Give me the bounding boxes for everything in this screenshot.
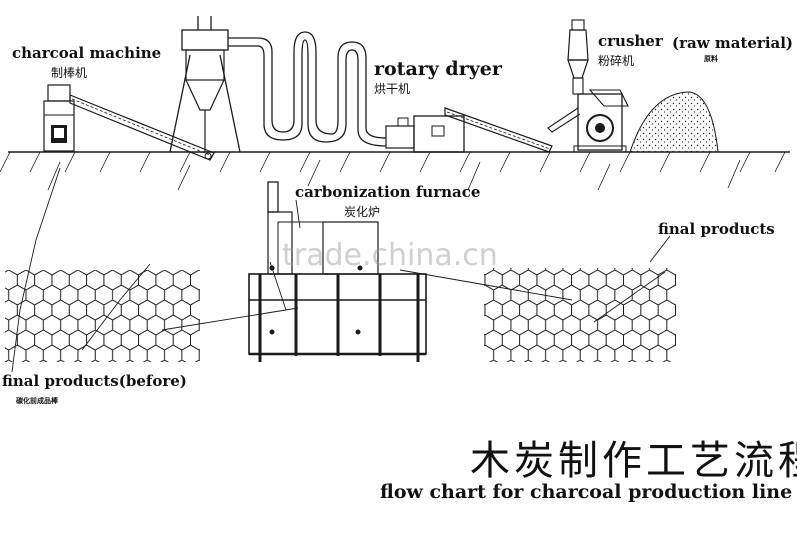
- title-zh: 木炭制作工艺流程: [470, 438, 797, 484]
- watermark: trade.china.cn: [282, 238, 498, 273]
- final-products-before-label: final products(before): [2, 372, 187, 390]
- crusher-label: crusher: [598, 32, 663, 50]
- final-products-stack: [484, 268, 676, 362]
- raw-material-label-zh: 原料: [704, 54, 718, 63]
- crusher-label-zh: 粉碎机: [598, 54, 635, 68]
- dryer-pipes: [257, 31, 387, 147]
- rotary-dryer-label-zh: 烘干机: [374, 82, 411, 96]
- rotary-dryer-machine: [385, 107, 553, 153]
- pointer-lines: [11, 167, 671, 373]
- carbonization-furnace-label: carbonization furnace: [295, 183, 481, 201]
- rotary-dryer-label: rotary dryer: [374, 58, 502, 80]
- carbonization-furnace: [248, 181, 427, 362]
- final-products-before-stack: [5, 270, 200, 362]
- raw-material-label: (raw material): [672, 34, 794, 52]
- charcoal-machine-label: charcoal machine: [12, 44, 162, 62]
- final-products-before-label-zh: 碳化前成品棒: [16, 396, 58, 405]
- carbonization-furnace-label-zh: 炭化炉: [344, 205, 381, 219]
- title-en: flow chart for charcoal production line: [380, 481, 793, 503]
- final-products-label: final products: [658, 220, 775, 238]
- cyclone: [169, 16, 258, 153]
- charcoal-machine: [43, 84, 215, 161]
- charcoal-machine-label-zh: 制棒机: [51, 66, 88, 80]
- crusher-machine: [547, 19, 629, 153]
- raw-material-pile: [629, 91, 719, 153]
